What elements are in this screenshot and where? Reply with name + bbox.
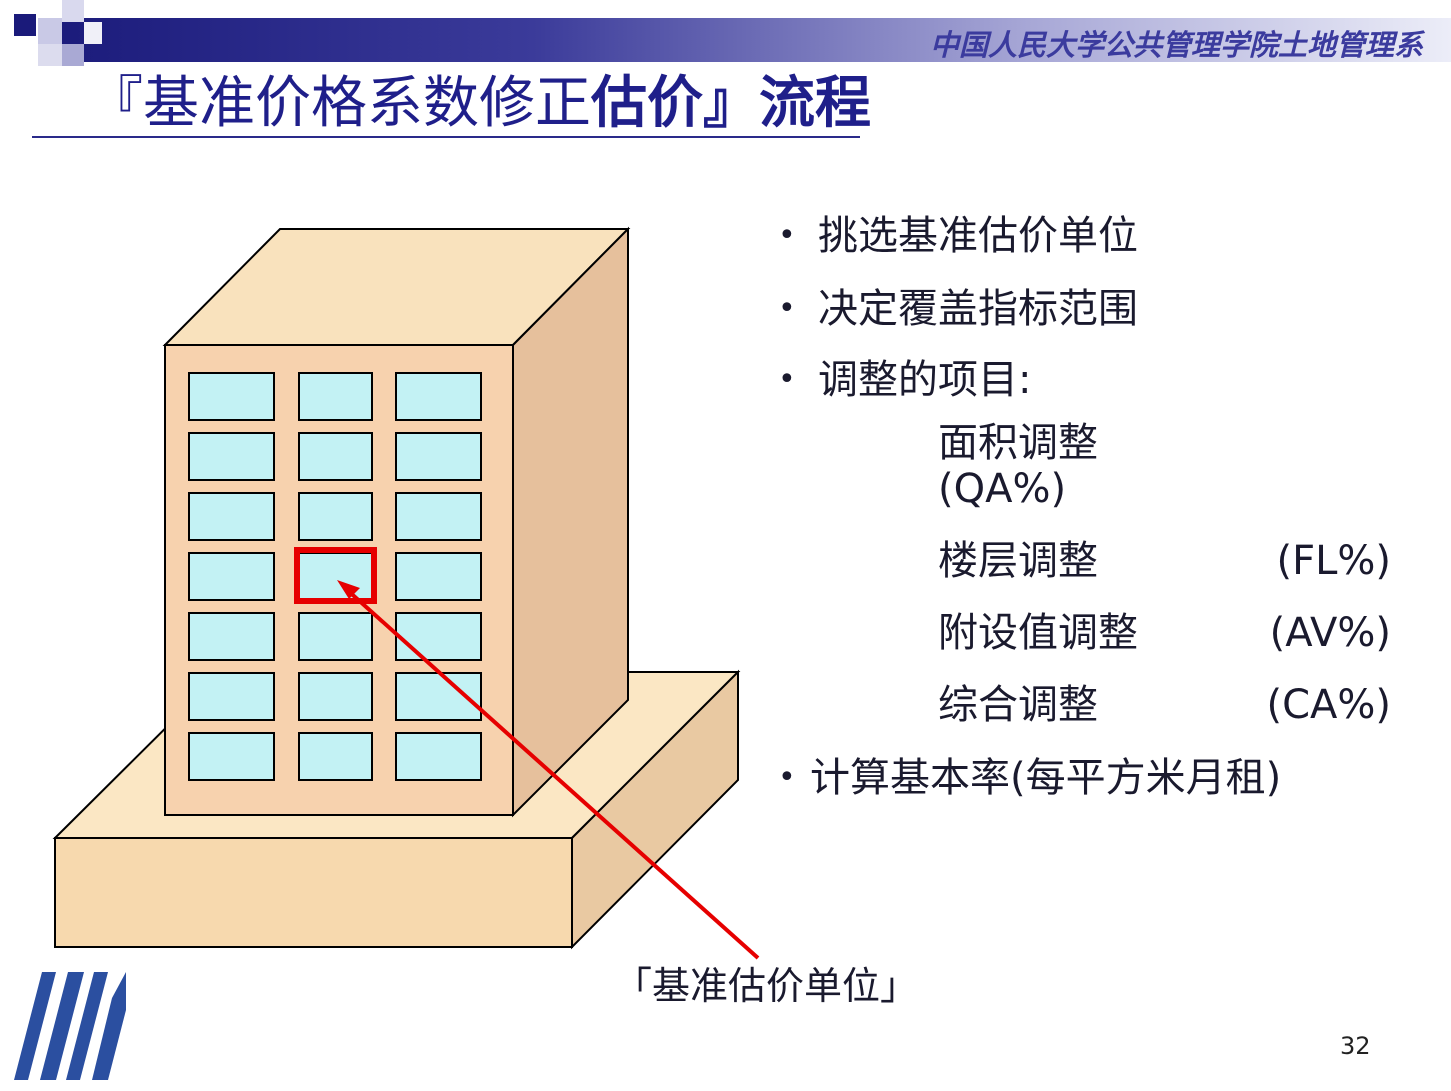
title-plain: 『基准价格系数修正: [87, 71, 591, 136]
building-window: [298, 552, 373, 601]
building-window: [188, 552, 275, 601]
header-decor-square: [84, 22, 102, 44]
adjustment-code-area: (QA%): [938, 466, 1067, 512]
header-decor-square: [62, 44, 84, 66]
callout-arrow: [343, 586, 760, 960]
building-window: [188, 612, 275, 661]
adjustment-code-combined: (CA%): [1266, 682, 1391, 728]
adjustment-code-ancillary: (AV%): [1269, 610, 1391, 656]
building-window: [395, 372, 482, 421]
adjustment-code-floor: (FL%): [1276, 538, 1391, 584]
building-window: [188, 372, 275, 421]
building-window: [395, 672, 482, 721]
header-decor-square: [14, 14, 36, 36]
bullet-text: 计算基本率(每平方米月租): [810, 755, 1282, 801]
bullet-dot: •: [778, 291, 796, 326]
building-window: [298, 732, 373, 781]
building-window: [395, 732, 482, 781]
building-window: [395, 432, 482, 481]
building-window: [395, 612, 482, 661]
page-number: 32: [1340, 1032, 1371, 1060]
building-window: [188, 432, 275, 481]
bullet-dot: •: [778, 760, 796, 795]
building-window: [188, 672, 275, 721]
header-bar: [40, 18, 1451, 62]
adjustment-label-floor: 楼层调整: [938, 538, 1098, 584]
building-window: [298, 492, 373, 541]
header-decor-square: [38, 18, 62, 44]
bullet-item-adjust-items: • 调整的项目:: [778, 356, 1031, 404]
bullet-item-select-unit: • 挑选基准估价单位: [778, 212, 1138, 260]
building-window: [188, 732, 275, 781]
org-name: 中国人民大学公共管理学院土地管理系: [929, 28, 1423, 62]
bullet-item-coverage: • 决定覆盖指标范围: [778, 285, 1138, 333]
highlight-unit-box: [294, 547, 377, 604]
bullet-text: 调整的项目:: [818, 357, 1032, 403]
title-bold: 估价』流程: [591, 71, 871, 136]
slide-title: 『基准价格系数修正估价』流程: [32, 71, 871, 138]
building-window: [298, 432, 373, 481]
building-window: [188, 492, 275, 541]
building-window: [395, 492, 482, 541]
building-window: [298, 672, 373, 721]
building-window: [395, 552, 482, 601]
adjustment-label-combined: 综合调整: [938, 682, 1098, 728]
windows-grid: [188, 372, 482, 781]
bullet-dot: •: [778, 362, 796, 397]
adjustment-label-ancillary: 附设值调整: [938, 610, 1138, 656]
header-decor-square: [38, 44, 62, 66]
header-decor-square: [62, 0, 84, 22]
building-window: [298, 372, 373, 421]
bullet-text: 决定覆盖指标范围: [818, 286, 1138, 332]
callout-arrowhead: [337, 580, 360, 599]
bullet-item-base-rate: • 计算基本率(每平方米月租): [778, 754, 1281, 802]
bullet-text: 挑选基准估价单位: [818, 213, 1138, 259]
adjustment-label-area: 面积调整: [938, 420, 1098, 466]
base-front-face: [54, 837, 573, 948]
building-window: [298, 612, 373, 661]
bullet-dot: •: [778, 218, 796, 253]
school-logo: [14, 972, 126, 1080]
callout-label: 「基准估价单位」: [614, 964, 919, 1008]
